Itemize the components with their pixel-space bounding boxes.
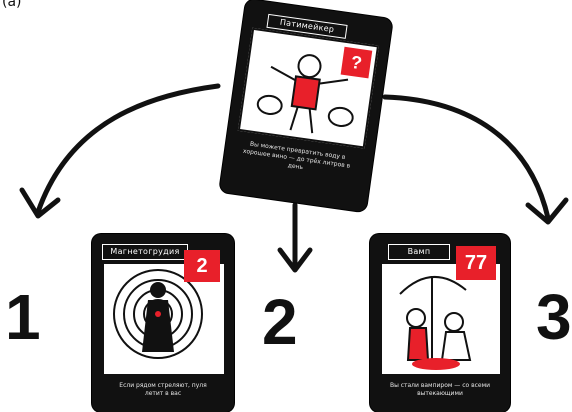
number-2: 2 <box>262 290 298 354</box>
card-top: Патимейкер ? Вы можете превратить воду в… <box>219 0 393 212</box>
card-title: Магнетогрудия <box>102 244 188 260</box>
number-3: 3 <box>536 285 572 349</box>
card-description: Если рядом стреляют, пуля летит в вас <box>110 382 216 398</box>
card-title: Вамп <box>388 244 450 260</box>
card-description: Вы стали вампиром — со всеми вытекающими <box>388 382 492 398</box>
number-1: 1 <box>5 285 41 349</box>
card-badge: 2 <box>184 250 220 282</box>
card-badge: ? <box>341 47 373 79</box>
card-left: Магнетогрудия 2 Если рядом стреляют, пул… <box>92 234 234 412</box>
card-right: Вамп 77 Вы стали вампиром — со всеми выт… <box>370 234 510 412</box>
card-badge: 77 <box>456 246 496 280</box>
